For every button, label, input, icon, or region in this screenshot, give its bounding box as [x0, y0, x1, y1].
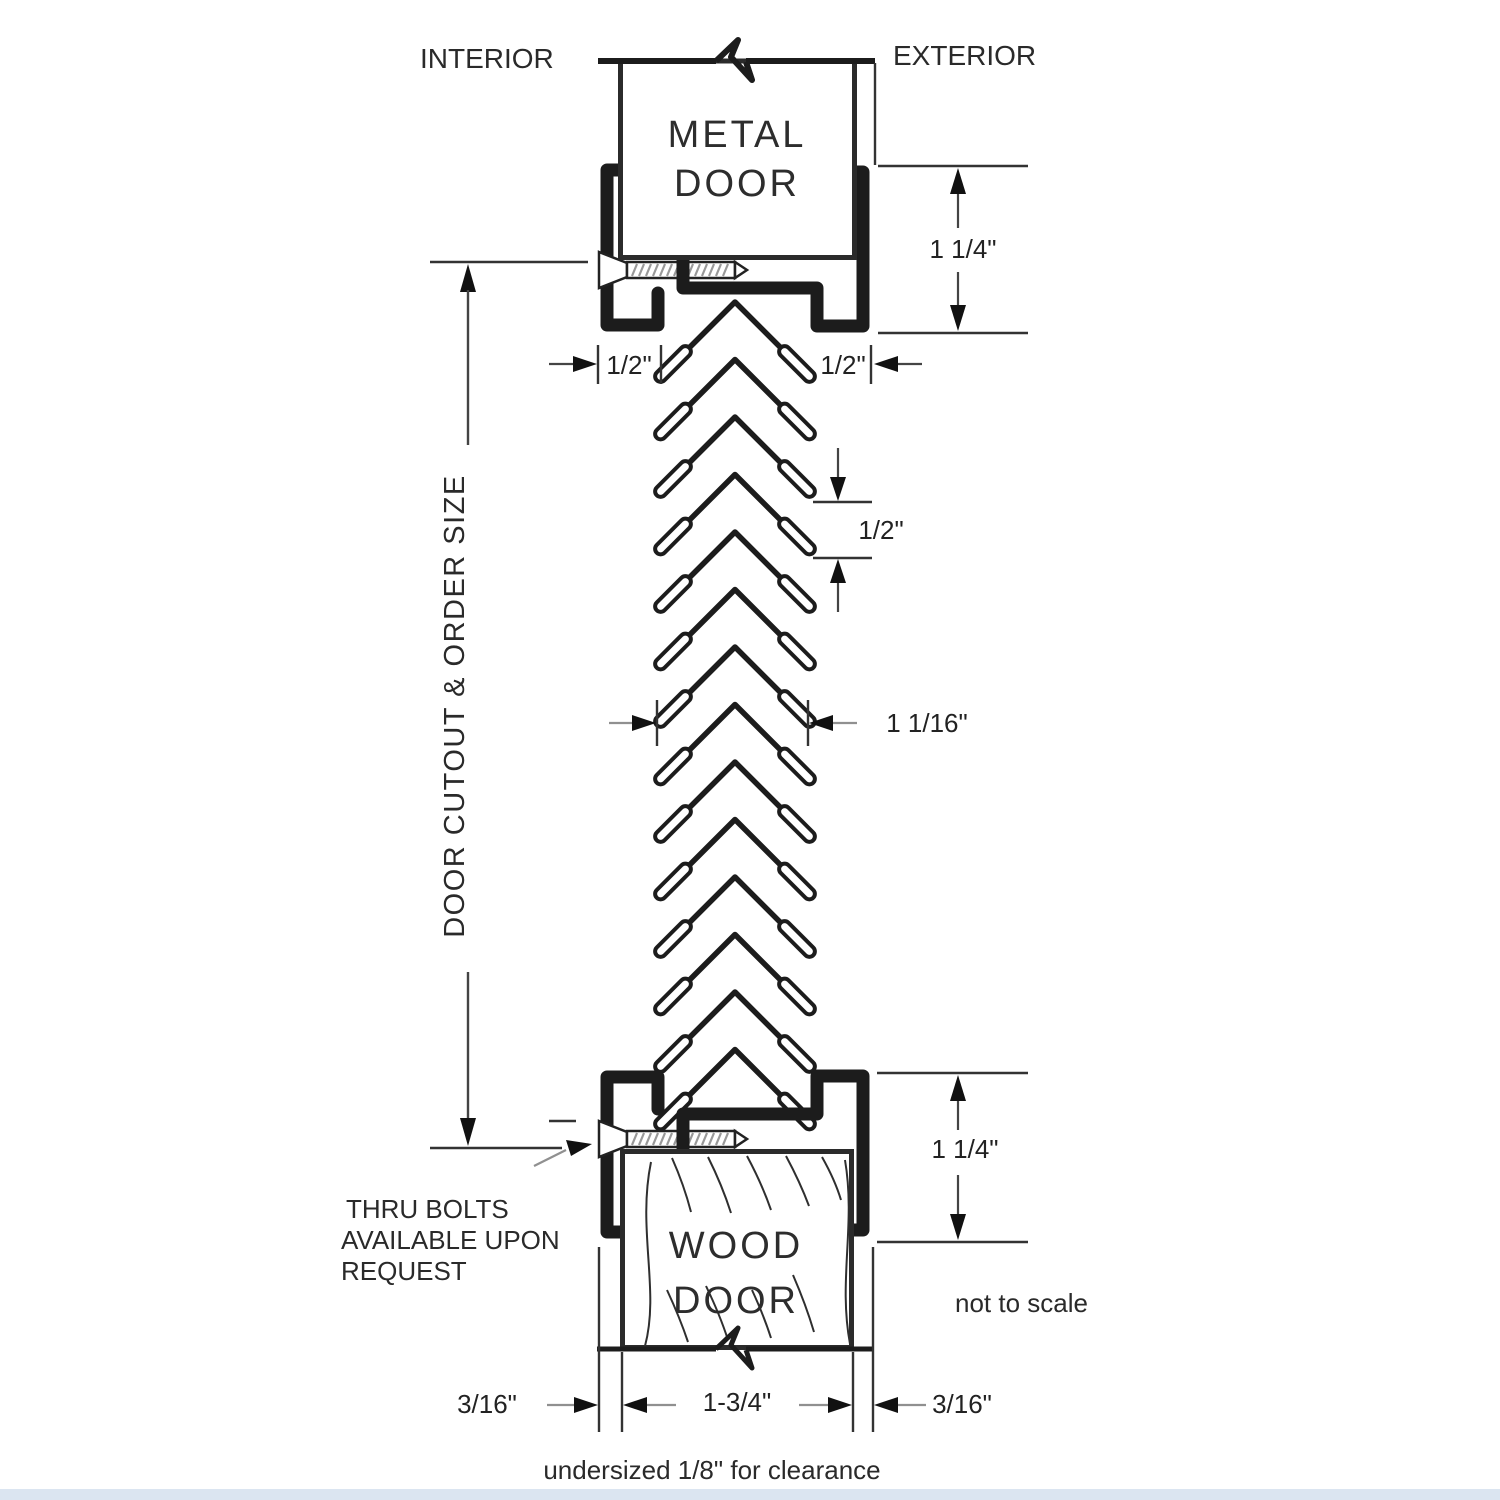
louver-blade — [653, 532, 817, 614]
dim-label: 3/16" — [932, 1389, 992, 1419]
interior-label: INTERIOR — [420, 43, 554, 74]
dim-blade-width: 1 1/16" — [609, 700, 968, 746]
dim-label: 1/2" — [820, 350, 865, 380]
dim-door-cutout: DOOR CUTOUT & ORDER SIZE — [430, 260, 592, 1167]
louver-blade — [653, 647, 817, 729]
metal-door-label-line1: METAL — [668, 114, 807, 156]
screw-tip — [733, 1128, 750, 1150]
exterior-label: EXTERIOR — [893, 40, 1036, 71]
top-louver-frame: METAL DOOR — [597, 37, 877, 333]
top-frame-left-leg — [600, 163, 665, 332]
door-cutout-label: DOOR CUTOUT & ORDER SIZE — [439, 474, 471, 938]
louver-blade — [653, 877, 817, 959]
louver-blade — [653, 590, 817, 672]
dim-top-frame-depth: 1 1/4" — [878, 164, 1028, 335]
louver-blade — [653, 820, 817, 902]
wood-door-label-line2: DOOR — [673, 1280, 799, 1322]
screw-threads — [630, 263, 730, 277]
louver-blade — [653, 992, 817, 1074]
louver-blade — [653, 302, 817, 384]
louver-blade — [653, 475, 817, 557]
dim-bottom-clearances: 3/16" 1-3/4" 3/16" — [457, 1247, 992, 1432]
louver-blades — [653, 302, 817, 1132]
dim-label: 1/2" — [858, 515, 903, 545]
undersized-note: undersized 1/8" for clearance — [543, 1455, 880, 1485]
dim-label: 1/2" — [606, 350, 651, 380]
text-notes: INTERIOR EXTERIOR THRU BOLTS AVAILABLE U… — [341, 40, 1088, 1485]
wood-door-label-line1: WOOD — [669, 1225, 803, 1267]
louver-blade — [653, 705, 817, 787]
metal-door-slab — [618, 58, 857, 260]
dim-label: 1 1/4" — [931, 1134, 998, 1164]
louver-blade — [653, 360, 817, 442]
dim-top-right-margin: 1/2" — [820, 345, 922, 384]
screw-threads — [630, 1132, 730, 1146]
dim-blade-spacing: 1/2" — [813, 448, 904, 612]
louver-blade — [653, 935, 817, 1017]
screw-tip — [733, 259, 750, 281]
thru-bolts-note-line1: THRU BOLTS — [346, 1194, 509, 1224]
louver-blade — [653, 417, 817, 499]
dim-top-left-margin: 1/2" — [549, 345, 663, 384]
wood-grain — [644, 1155, 851, 1347]
dim-label: 3/16" — [457, 1389, 517, 1419]
dim-label: 1 1/16" — [886, 708, 968, 738]
not-to-scale-note: not to scale — [955, 1288, 1088, 1318]
metal-door-label-line2: DOOR — [674, 163, 800, 205]
dim-label: 1-3/4" — [703, 1387, 772, 1417]
top-wall-line — [598, 37, 875, 83]
dim-bottom-frame-depth: 1 1/4" — [877, 1071, 1028, 1244]
wood-door-bottom-line — [597, 1325, 873, 1371]
bottom-frame-left-leg — [600, 1070, 665, 1239]
dim-label: 1 1/4" — [929, 234, 996, 264]
louver-blade — [653, 762, 817, 844]
thru-bolts-note-line3: REQUEST — [341, 1256, 467, 1286]
wood-door-slab — [620, 1149, 854, 1350]
thru-bolts-note-line2: AVAILABLE UPON — [341, 1225, 560, 1255]
dimension-annotations: 1 1/4" 1/2" 1/2" 1/2" — [430, 164, 1028, 1432]
bottom-louver-frame: WOOD DOOR — [597, 1069, 873, 1371]
top-screw — [597, 250, 750, 290]
footer-strip — [0, 1489, 1500, 1500]
